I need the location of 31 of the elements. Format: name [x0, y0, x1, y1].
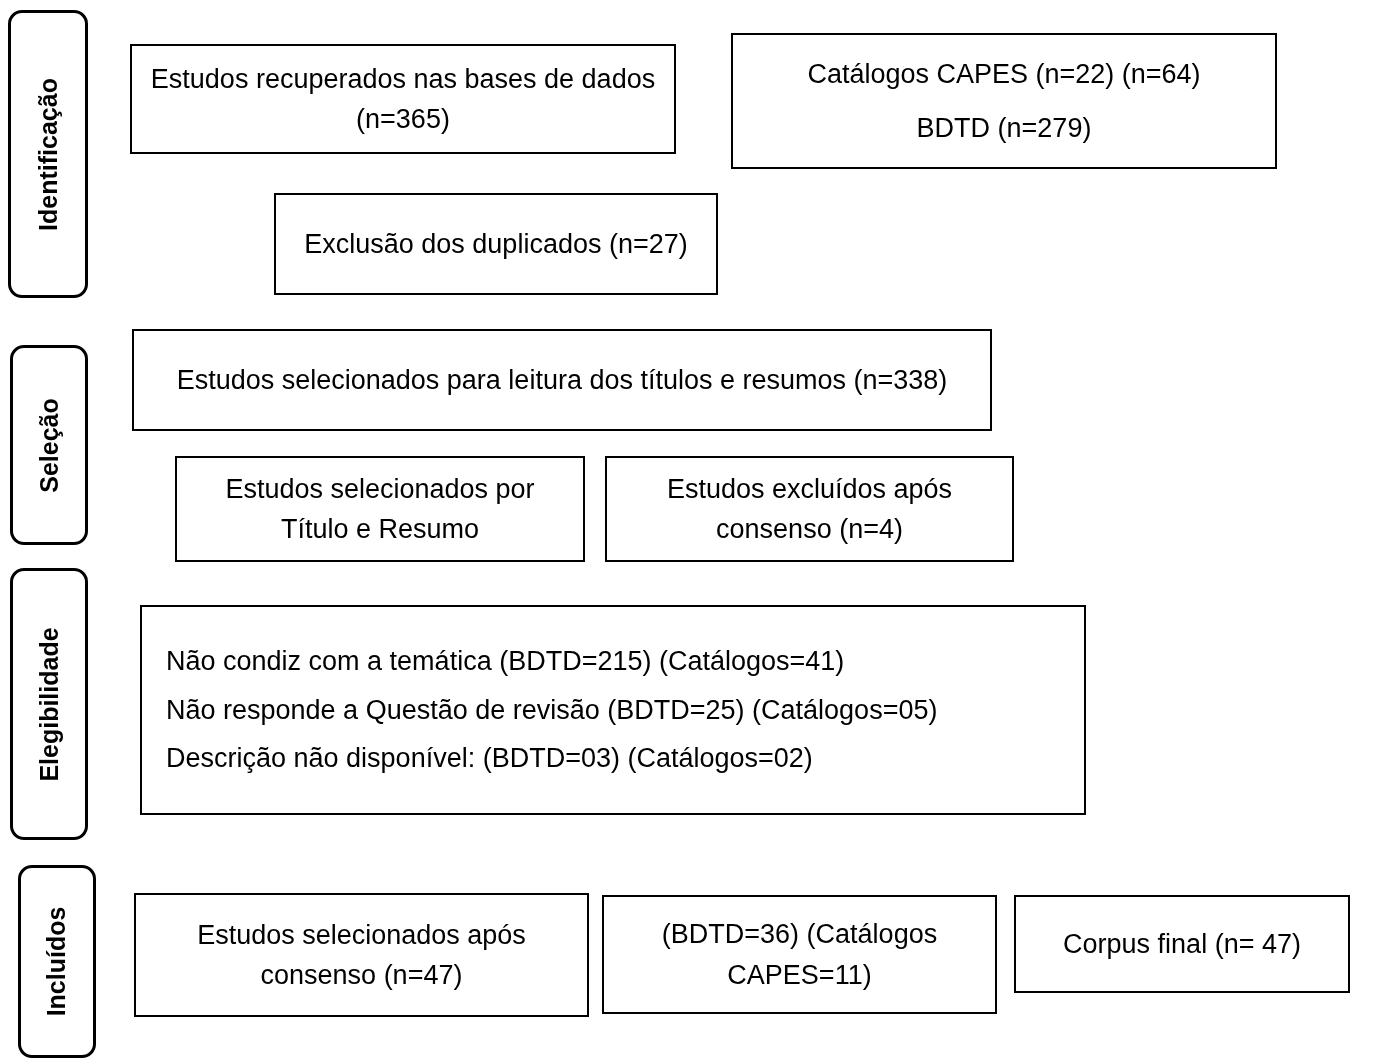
box-text: Exclusão dos duplicados (n=27) — [304, 227, 688, 261]
box-text: Estudos selecionados por Título e Resumo — [224, 472, 536, 546]
process-box — [731, 33, 1277, 169]
phase-label-box — [10, 345, 88, 545]
process-box — [1014, 895, 1350, 993]
process-box — [605, 456, 1014, 562]
process-box — [132, 329, 992, 431]
box-text: Estudos selecionados para leitura dos títulos e resumos (n=338) — [176, 363, 948, 397]
phase-label-box — [10, 568, 88, 840]
process-box — [602, 895, 997, 1014]
box-text: BDTD (n=279) — [916, 112, 1092, 145]
box-text: Não condiz com a temática (BDTD=215) (Catálogos=41) — [166, 645, 845, 679]
box-text: Descrição não disponível: (BDTD=03) (Catálogos=02) — [166, 742, 813, 776]
phase-label: Incluídos — [42, 906, 72, 1017]
box-text: Não responde a Questão de revisão (BDTD=25) (Catálogos=05) — [166, 693, 938, 727]
box-text: Estudos selecionados após consenso (n=47) — [196, 918, 527, 992]
process-box — [140, 605, 1086, 815]
box-text: Estudos excluídos após consenso (n=4) — [665, 472, 954, 546]
box-text: (BDTD=36) (Catálogos CAPES=11) — [660, 918, 939, 992]
phase-label: Seleção — [34, 397, 64, 493]
box-text: Catálogos CAPES (n=22) (n=64) — [807, 57, 1201, 91]
phase-label-box — [8, 10, 88, 298]
phase-label: Identificação — [33, 77, 63, 231]
process-box — [175, 456, 585, 562]
box-text: Corpus final (n= 47) — [1063, 927, 1301, 961]
phase-label: Elegibilidade — [34, 626, 64, 782]
process-box — [130, 44, 676, 154]
process-box — [134, 893, 589, 1017]
process-box — [274, 193, 718, 295]
phase-label-box — [18, 865, 96, 1058]
box-text: Estudos recuperados nas bases de dados (n=365) — [149, 62, 657, 136]
